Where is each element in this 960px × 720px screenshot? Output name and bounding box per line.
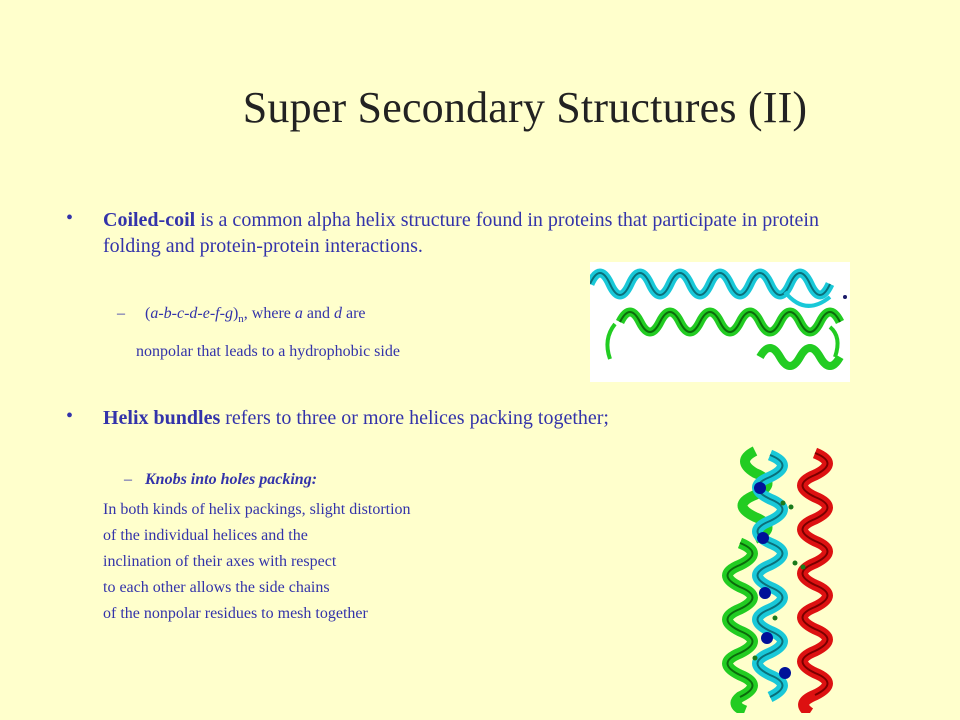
bullet-1-text: is a common alpha helix structure found … bbox=[103, 209, 819, 257]
bullet-marker-2: • bbox=[66, 405, 74, 427]
formula-paren-open: ( bbox=[145, 305, 151, 322]
description-line: of the nonpolar residues to mesh togethe… bbox=[103, 605, 368, 622]
position-a: a bbox=[294, 305, 303, 322]
bullet-coiled-coil: Coiled-coil is a common alpha helix stru… bbox=[103, 207, 863, 259]
formula-text: , where bbox=[243, 305, 295, 322]
helix-bundle-illustration bbox=[722, 446, 833, 718]
formula-and: and bbox=[302, 305, 334, 322]
term-helix-bundles: Helix bundles bbox=[103, 407, 221, 429]
knobs-into-holes-heading: Knobs into holes packing: bbox=[145, 471, 318, 488]
sub-marker-1: – bbox=[117, 305, 125, 322]
bullet-helix-bundles: Helix bundles refers to three or more he… bbox=[103, 405, 863, 431]
coiled-coil-image bbox=[585, 262, 850, 382]
helix-bundle-image bbox=[715, 443, 855, 718]
term-coiled-coil: Coiled-coil bbox=[103, 209, 196, 231]
formula-sequence: a-b-c-d-e-f-g bbox=[150, 305, 233, 322]
heptad-line-2: nonpolar that leads to a hydrophobic sid… bbox=[136, 343, 400, 360]
sub-marker-2: – bbox=[124, 471, 132, 488]
description-line: of the individual helices and the bbox=[103, 527, 308, 544]
slide-title: Super Secondary Structures (II) bbox=[242, 83, 808, 132]
coiled-coil-illustration bbox=[585, 268, 847, 370]
bullet-marker-1: • bbox=[66, 207, 74, 229]
bullet-2-text: refers to three or more helices packing … bbox=[220, 407, 609, 429]
position-d: d bbox=[333, 305, 342, 322]
description-line: inclination of their axes with respect bbox=[103, 553, 337, 570]
formula-subscript: n bbox=[238, 313, 244, 326]
knobs-description: In both kinds of helix packings, slight … bbox=[103, 497, 411, 627]
formula-paren-close: ) bbox=[232, 305, 239, 322]
formula-are: are bbox=[341, 305, 366, 322]
description-line: to each other allows the side chains bbox=[103, 579, 330, 596]
heptad-formula-line: (a-b-c-d-e-f-g)n, where a and d are bbox=[145, 305, 366, 325]
description-line: In both kinds of helix packings, slight … bbox=[103, 501, 411, 518]
